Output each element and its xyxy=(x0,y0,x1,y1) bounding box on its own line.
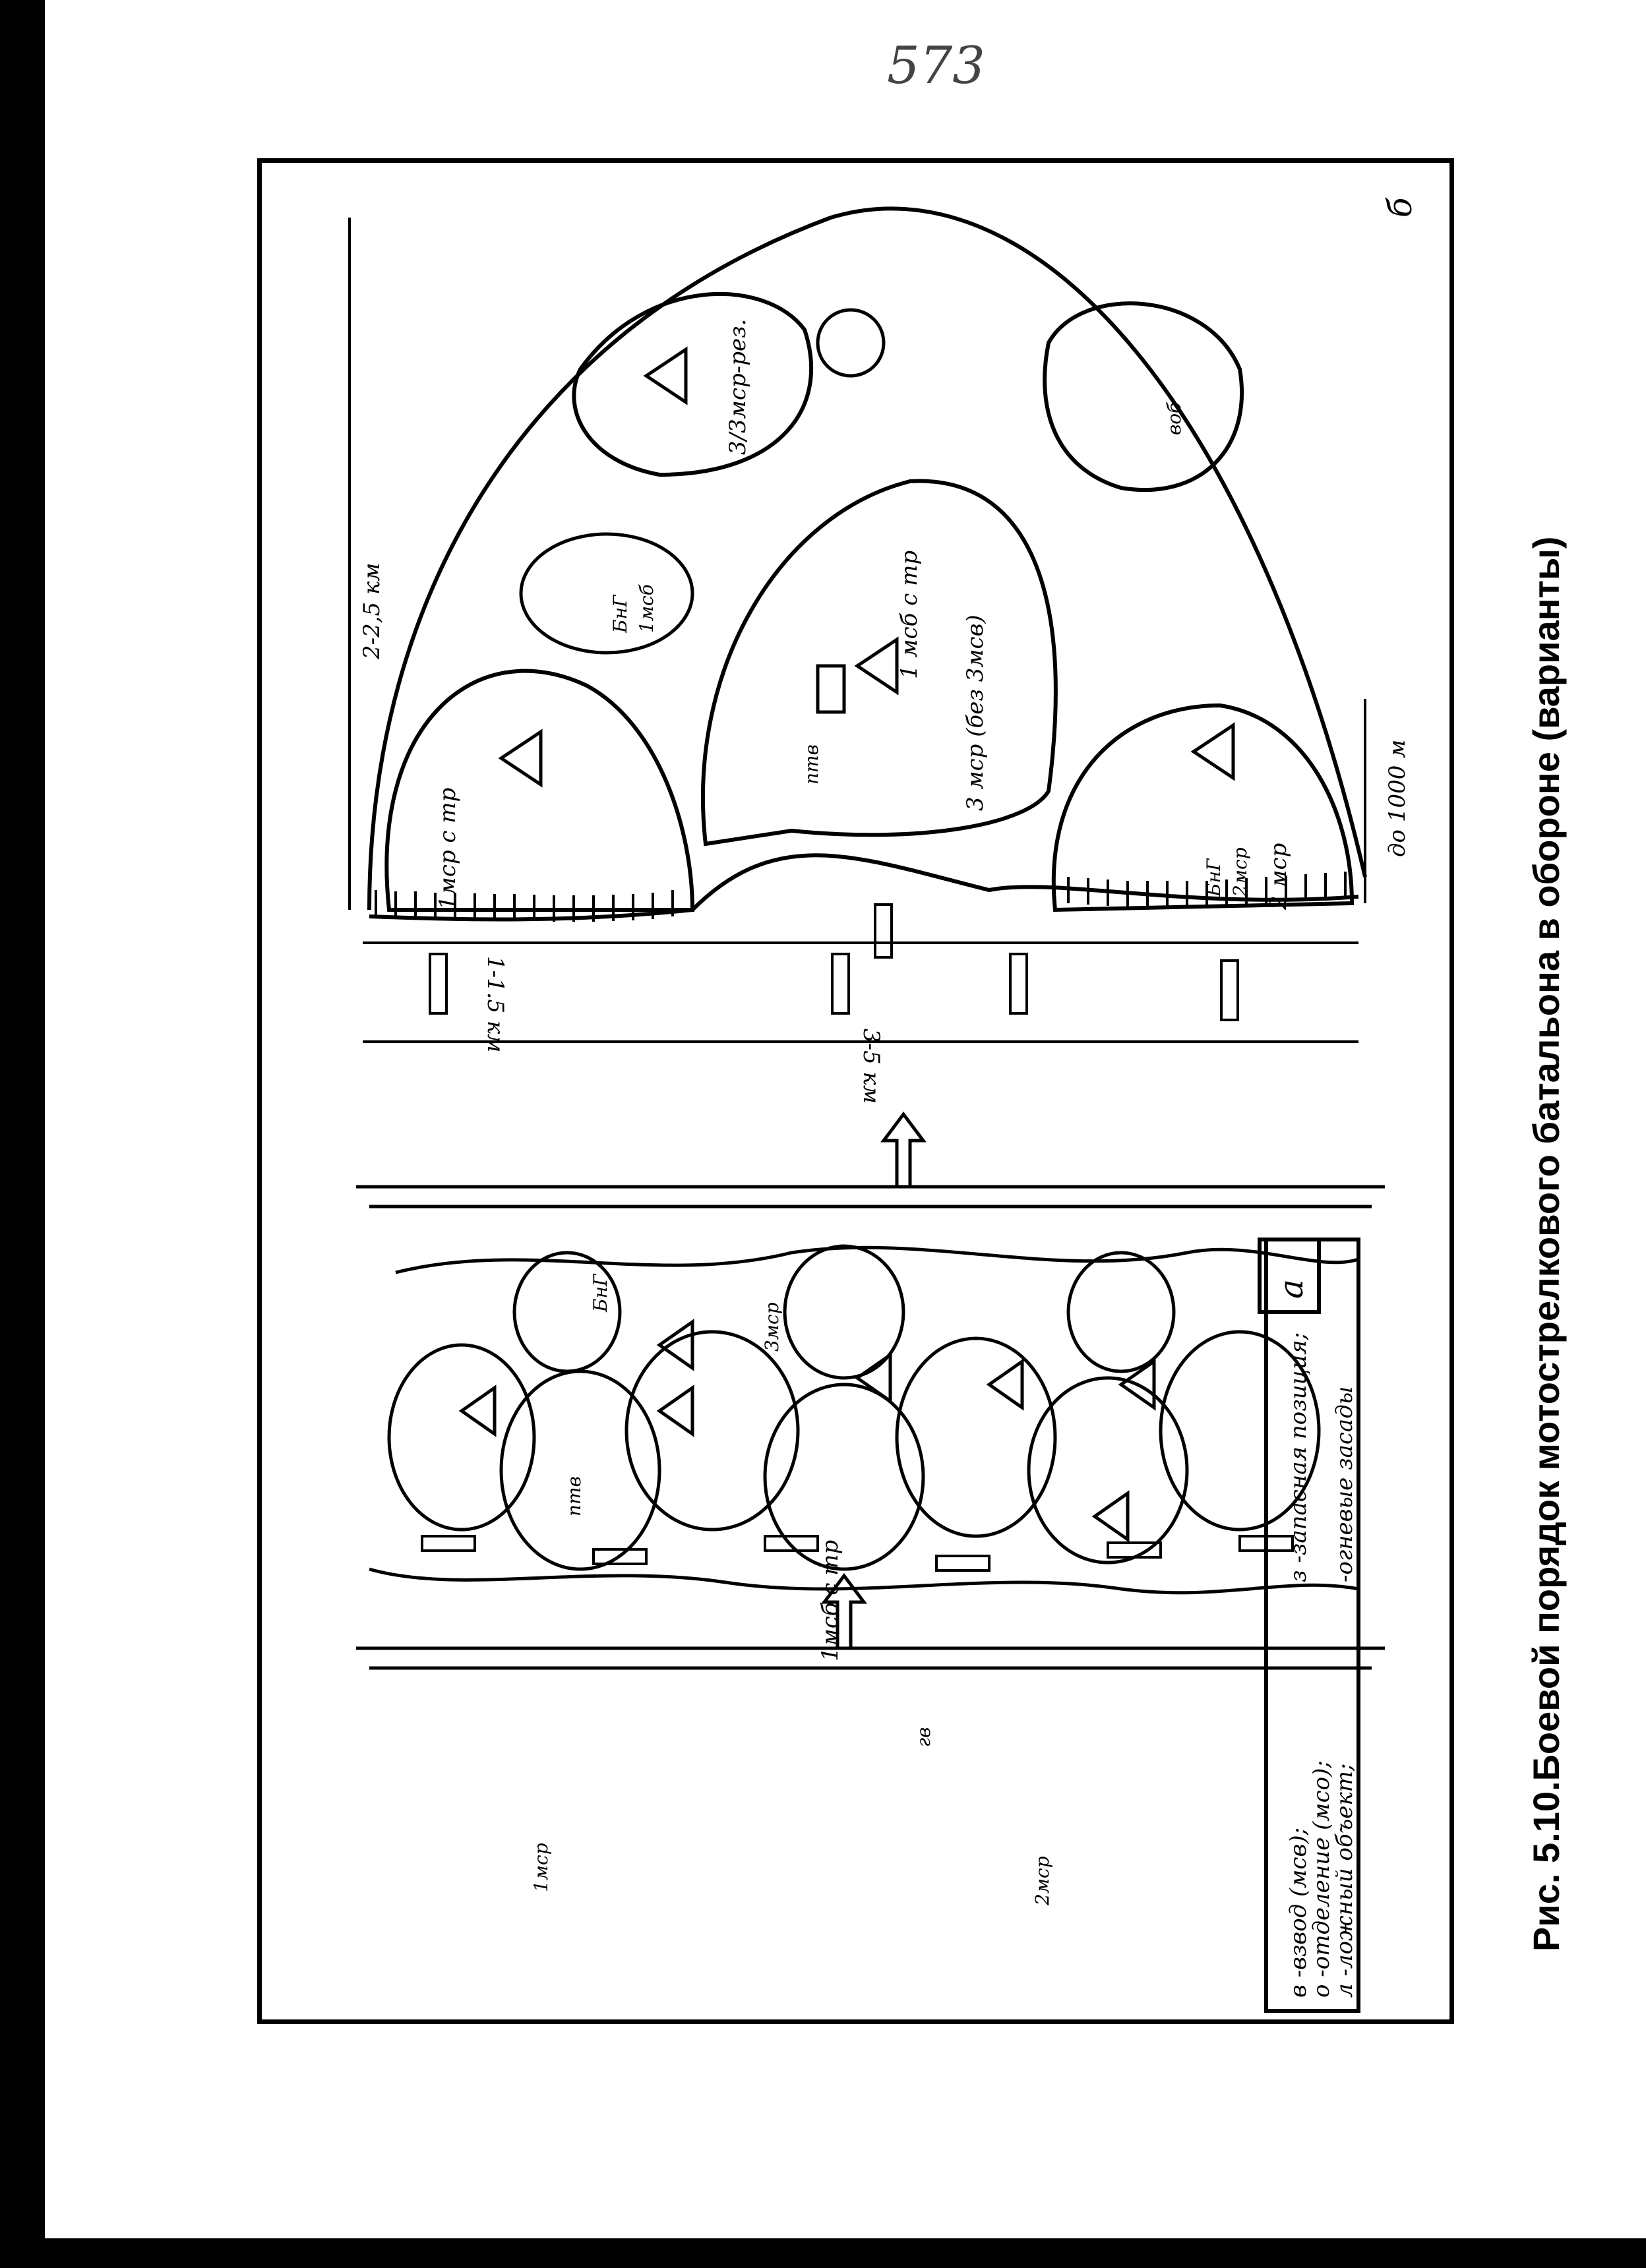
figure-caption: Рис. 5.10.Боевой порядок мотострелкового… xyxy=(1525,536,1567,1952)
triangle-icon xyxy=(1091,1490,1130,1543)
label-a-company2: 2мср xyxy=(1031,1856,1053,1906)
panel-b-approach xyxy=(356,1111,1385,1209)
page-number: 573 xyxy=(887,36,985,96)
panel-a-obstacles xyxy=(421,1535,1294,1572)
panel-b-forward-edge xyxy=(369,853,1359,922)
panel-a-approach xyxy=(356,1572,1385,1670)
triangle-icon xyxy=(1190,722,1235,781)
panel-b-reserve-area xyxy=(572,292,813,477)
label-front: 3-5 км xyxy=(858,1029,884,1104)
panel-b-obstacles xyxy=(429,903,1239,1021)
figure-frame xyxy=(257,158,1454,2024)
panel-a xyxy=(356,1238,1385,2013)
panel-a-rear-edge xyxy=(395,1245,1359,1274)
label-a-gv: гв xyxy=(913,1727,934,1747)
label-a-battalion: 1мсб с тр xyxy=(817,1540,843,1661)
legend-item-5: -огневые засады xyxy=(1331,1387,1358,1582)
legend-item-2: о -отделение (мсо); xyxy=(1308,1760,1335,1998)
label-a-bng: БнГ xyxy=(590,1273,611,1313)
circle-peak-icon xyxy=(816,308,886,378)
label-bng1-num: БнГ xyxy=(609,594,631,634)
scan-bottom-border xyxy=(0,2238,1646,2268)
panel-b-vob-area xyxy=(1043,301,1244,492)
panel-a-forward-edge xyxy=(369,1567,1359,1595)
panel-b-bng1-area xyxy=(519,532,694,655)
triangle-icon xyxy=(1118,1358,1156,1411)
label-ptv: птв xyxy=(801,744,822,785)
panel-b-platoon-icons xyxy=(498,346,1235,788)
label-a-company3: 3мср xyxy=(761,1302,783,1352)
label-a-company1: 1мср xyxy=(530,1843,552,1892)
scan-left-border xyxy=(0,0,45,2268)
triangle-icon xyxy=(656,1385,694,1437)
label-bng1-den: 1мсб xyxy=(636,583,657,633)
label-bng2-num: БнГ xyxy=(1203,858,1225,897)
arrow-up-icon xyxy=(821,1572,867,1648)
label-company3: 3 мср (без 3мсв) xyxy=(962,614,989,811)
label-gap: до 1000 м xyxy=(1384,740,1411,857)
label-depth: 2-2,5 км xyxy=(359,563,385,661)
tank-icon xyxy=(816,664,846,714)
triangle-icon xyxy=(498,729,543,788)
panel-b-labels: б 2-2,5 км 3-5 км 1-1.5 км до 1000 м 1мс… xyxy=(359,197,1419,1104)
panel-a-platoon-icons xyxy=(458,1319,1156,1543)
panel-a-tag: а xyxy=(1272,1279,1310,1299)
legend-item-1: в -взвод (мсв); xyxy=(1285,1828,1312,1998)
label-a-ptv: птв xyxy=(563,1476,585,1516)
triangle-icon xyxy=(854,1352,892,1404)
panel-b-tank-icons xyxy=(816,308,886,714)
triangle-icon xyxy=(656,1319,694,1371)
panel-a-tag-box xyxy=(1258,1238,1321,1314)
triangle-icon xyxy=(986,1358,1024,1411)
panel-b xyxy=(348,206,1385,1209)
label-company1: 1мср с тр xyxy=(435,788,461,910)
panel-b-tag: б xyxy=(1381,197,1419,218)
legend-item-4: з -запасная позиция; xyxy=(1285,1332,1312,1582)
caption-container: Рис. 5.10.Боевой порядок мотострелкового… xyxy=(1510,237,1583,1952)
label-company2: 2 мср xyxy=(1265,843,1292,910)
panel-b-strongpoint-2 xyxy=(1051,703,1355,912)
panel-b-trench-hatching xyxy=(375,872,1347,922)
panel-b-strongpoint-1 xyxy=(384,669,695,912)
panel-a-strongpoints xyxy=(387,1244,1321,1571)
label-bng2-den: 2мср xyxy=(1229,847,1251,897)
triangle-icon xyxy=(643,346,688,405)
label-vob: воб xyxy=(1163,402,1185,435)
panel-b-outer-arc xyxy=(367,206,1367,910)
legend-item-3: л -ложный объект; xyxy=(1331,1763,1358,1998)
label-company-front: 1-1.5 км xyxy=(482,956,508,1053)
arrow-up-icon xyxy=(880,1111,927,1187)
panel-b-scale-lines xyxy=(348,218,1366,1043)
triangle-icon xyxy=(854,636,899,696)
label-reserve: 3/3мср-рез. xyxy=(725,319,751,455)
triangle-icon xyxy=(458,1385,497,1437)
panel-a-labels: а в -взвод (мсв); о -отделение (мсо); л … xyxy=(530,1273,1358,1998)
panel-b-strongpoint-center xyxy=(701,479,1058,847)
label-battalion: 1 мсб с тр xyxy=(896,551,923,679)
